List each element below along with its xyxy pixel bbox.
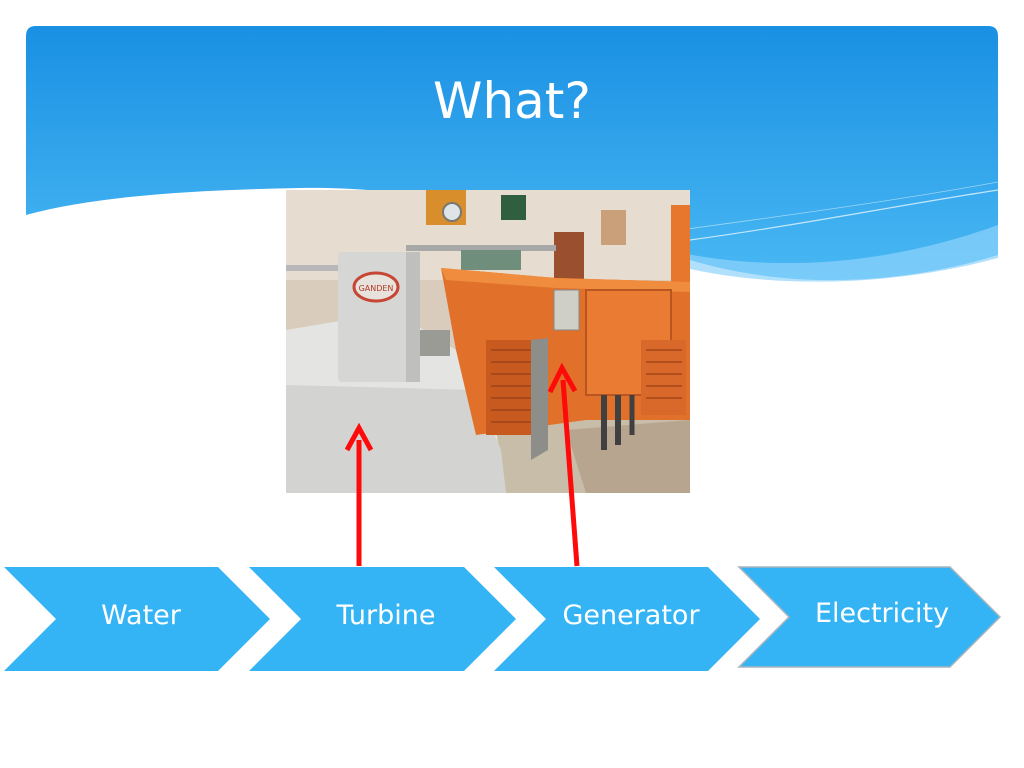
step-label-generator: Generator <box>562 600 700 631</box>
slide-title: What? <box>433 72 591 130</box>
step-label-water: Water <box>101 600 181 631</box>
step-label-turbine: Turbine <box>336 600 436 631</box>
chevron-turbine <box>249 567 516 671</box>
chevron-electricity <box>737 566 1002 668</box>
chevron-generator <box>494 567 760 671</box>
chevron-water <box>4 567 270 671</box>
turbine-generator-photo: GANDEN <box>286 190 690 493</box>
turbine-logo-text: GANDEN <box>359 284 394 293</box>
step-label-electricity: Electricity <box>814 598 950 629</box>
header-background <box>26 26 999 282</box>
